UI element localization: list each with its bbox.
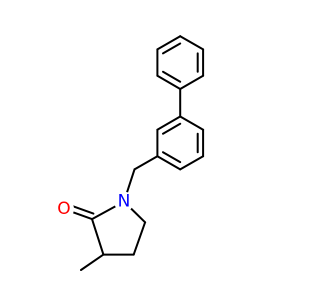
bond: [162, 70, 182, 83]
bond: [156, 115, 182, 131]
bond: [179, 155, 205, 171]
oxygen-atom-label: O: [57, 199, 70, 219]
bond: [162, 122, 182, 135]
bond: [162, 151, 182, 164]
bond: [179, 115, 205, 131]
bond: [133, 155, 159, 171]
bond: [91, 218, 105, 256]
nitrogen-atom-label: N: [118, 192, 131, 212]
bond: [179, 35, 205, 51]
bond: [80, 253, 105, 271]
bond: [156, 74, 182, 90]
bond: [156, 35, 182, 51]
bond-lines: [69, 35, 205, 271]
atom-background: [114, 191, 134, 212]
atom-o1: O: [54, 199, 74, 219]
bond: [69, 210, 93, 221]
atom-background: [54, 199, 74, 219]
bond: [179, 74, 205, 90]
bond: [156, 155, 182, 171]
molecule-structure-diagram: N O: [54, 35, 205, 271]
bond: [162, 42, 182, 55]
bond: [71, 204, 95, 215]
atom-n1: N: [114, 191, 134, 212]
bond: [132, 221, 147, 256]
